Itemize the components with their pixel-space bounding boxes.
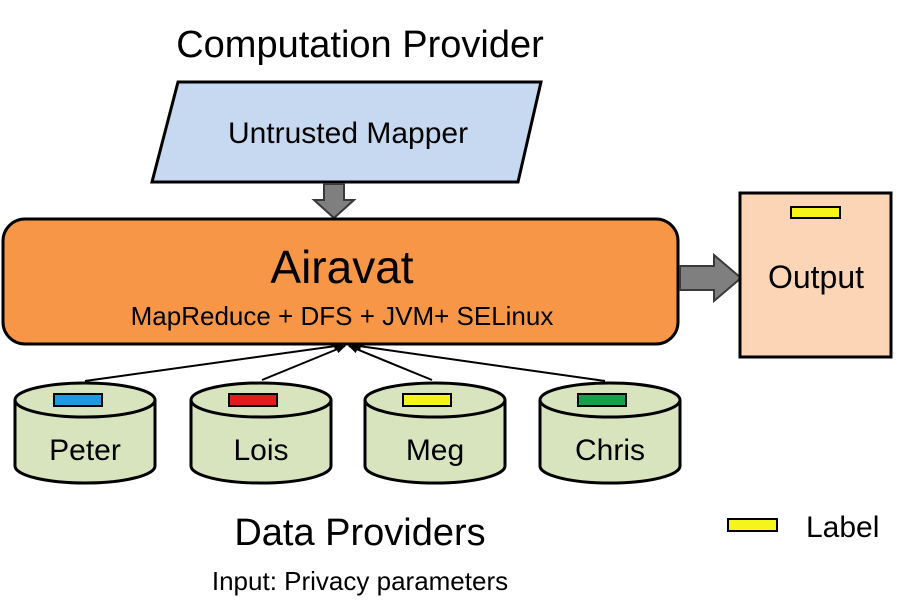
legend: Label (727, 511, 879, 544)
database-peter: Peter (13, 381, 157, 485)
provider-name-peter: Peter (49, 434, 121, 467)
legend-swatch (727, 518, 778, 532)
airavat-subtitle: MapReduce + DFS + JVM+ SELinux (131, 301, 554, 331)
database-chris: Chris (538, 381, 682, 485)
untrusted-mapper-label: Untrusted Mapper (228, 117, 468, 150)
lois-arrow (261, 345, 346, 381)
data-providers-title: Data Providers (234, 512, 485, 554)
provider-arrows (84, 342, 606, 382)
output-label-tag (790, 206, 841, 219)
computation-provider-title: Computation Provider (176, 24, 544, 66)
airavat-to-output-arrow (679, 252, 743, 304)
provider-name-meg: Meg (406, 434, 464, 467)
chris-label-tag (577, 393, 627, 407)
peter-arrow (84, 342, 344, 382)
meg-label-tag (402, 393, 452, 407)
legend-label: Label (806, 511, 879, 544)
untrusted-mapper-shape (150, 80, 543, 184)
lois-label-tag (228, 393, 278, 407)
output-label: Output (768, 259, 864, 295)
mapper-to-airavat-arrow (311, 183, 357, 220)
airavat-title: Airavat (270, 241, 413, 293)
database-lois: Lois (189, 381, 333, 485)
chris-arrow (351, 342, 606, 382)
provider-name-chris: Chris (575, 434, 645, 467)
peter-label-tag (53, 393, 103, 407)
data-providers-subtitle: Input: Privacy parameters (212, 566, 508, 596)
meg-arrow (348, 345, 433, 381)
output-box (738, 191, 893, 359)
provider-name-lois: Lois (233, 434, 288, 467)
database-meg: Meg (363, 381, 507, 485)
